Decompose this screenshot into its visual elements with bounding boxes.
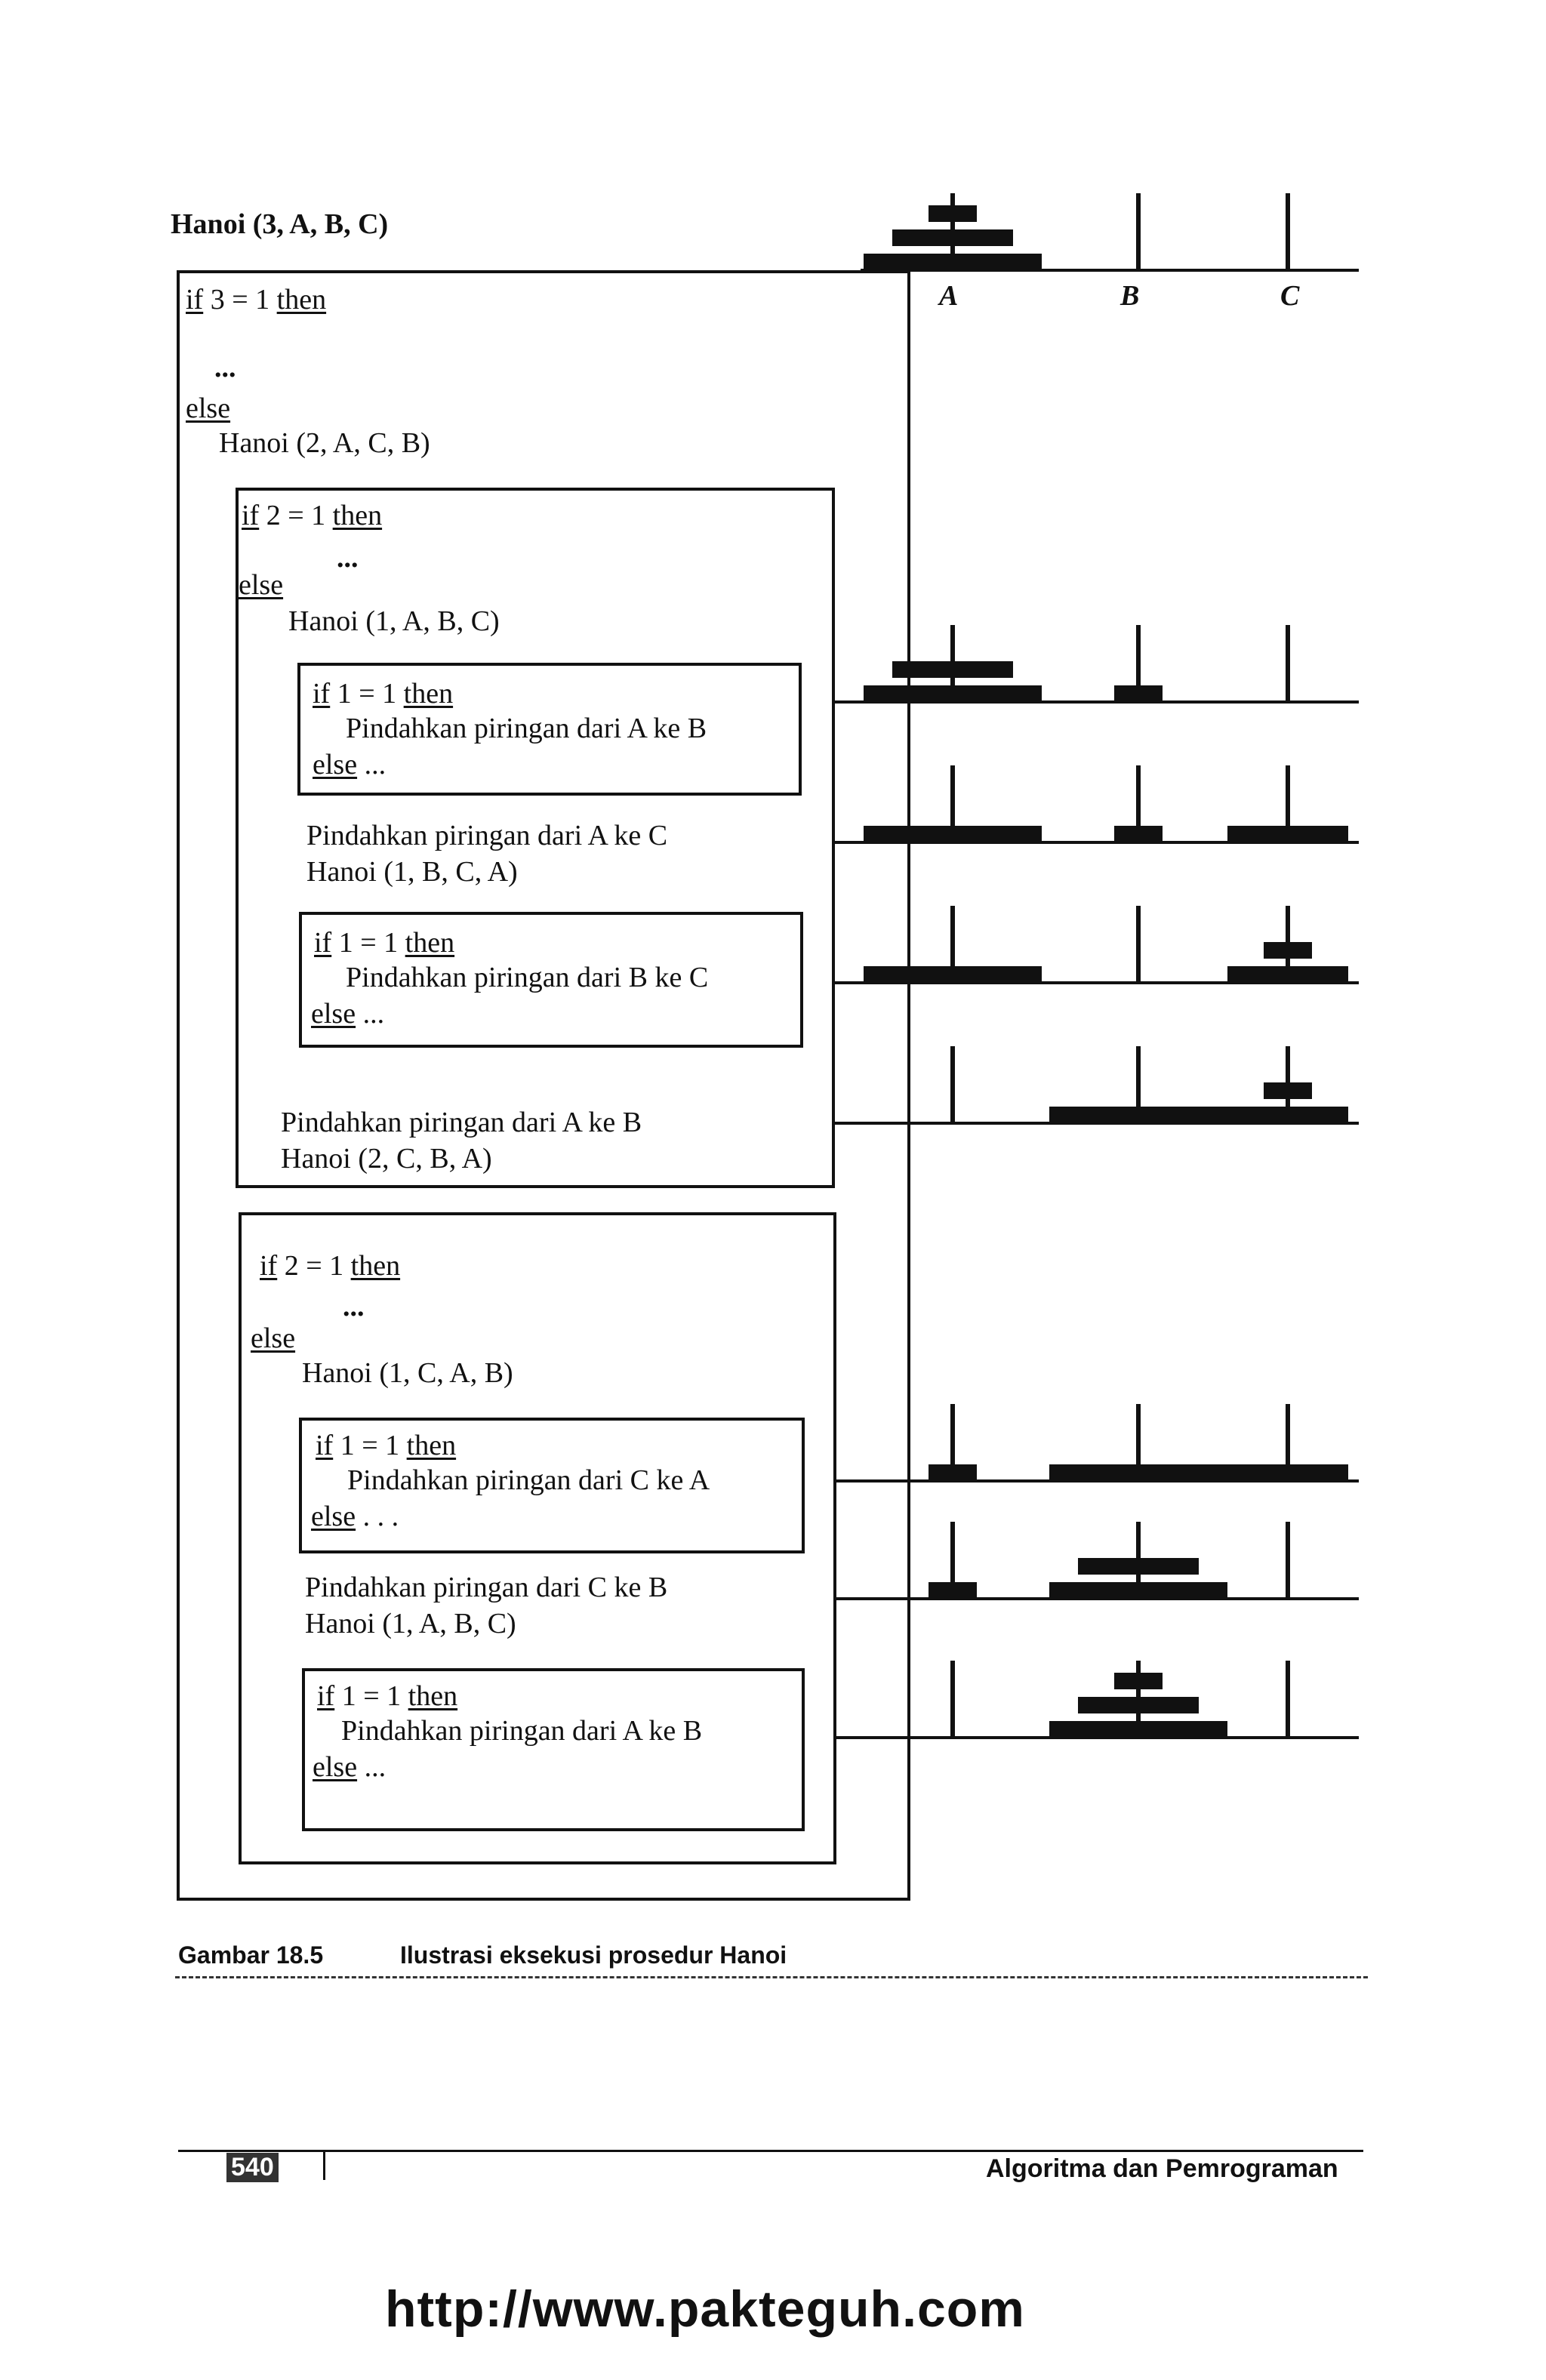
call-hanoi-2-a-c-b: Hanoi (2, A, C, B) [219, 427, 430, 459]
move-a-to-b-step1: Pindahkan piringan dari A ke B [346, 713, 707, 744]
else-box2a-inner2: else ... [311, 998, 385, 1030]
page-number: 540 [226, 2153, 279, 2182]
disk-2-on-c-state-5 [1227, 1107, 1348, 1123]
if-line-level1: if 3 = 1 then [186, 284, 327, 316]
disk-2-on-a-state-2 [892, 661, 1013, 678]
if-line-box2b: if 2 = 1 then [260, 1250, 401, 1282]
tower-base-state-5 [833, 1122, 1359, 1125]
peg-a-state-8 [950, 1661, 955, 1736]
tower-base-state-8 [835, 1736, 1359, 1739]
disk-3-on-a-state-4 [864, 966, 1042, 983]
peg-a-state-6 [950, 1404, 955, 1479]
else-box2b-inner2: else ... [313, 1751, 386, 1783]
peg-c-state-7 [1286, 1522, 1290, 1597]
else-box2a-inner1: else ... [313, 749, 386, 781]
move-b-to-c-step3: Pindahkan piringan dari B ke C [346, 962, 709, 993]
peg-c-state-6 [1286, 1404, 1290, 1479]
else-level1: else [186, 393, 231, 424]
disk-3-on-b-state-5 [1049, 1107, 1227, 1123]
call-box-hanoi-2-a-c-b [236, 488, 835, 1188]
disk-1-on-a-state-1 [929, 205, 977, 222]
tower-base-state-3 [833, 841, 1359, 844]
website-url: http://www.pakteguh.com [385, 2280, 1025, 2338]
call-box-hanoi-1-b-c-a [299, 912, 803, 1048]
disk-3-on-b-state-7 [1049, 1582, 1227, 1599]
peg-b-state-5 [1136, 1046, 1141, 1122]
disk-1-on-b-state-8 [1114, 1673, 1163, 1689]
disk-1-on-b-state-2 [1114, 685, 1163, 702]
figure-caption: Ilustrasi eksekusi prosedur Hanoi [400, 1941, 787, 1969]
peg-c-state-1 [1286, 193, 1290, 269]
peg-a-state-7 [950, 1522, 955, 1597]
caption-rule [175, 1976, 1368, 1978]
peg-label-c: C [1280, 280, 1300, 312]
call-hanoi-2-c-b-a: Hanoi (2, C, B, A) [281, 1143, 492, 1175]
ellipsis-level1: ... [214, 352, 236, 383]
move-a-to-b-step7: Pindahkan piringan dari A ke B [341, 1715, 703, 1747]
tower-base-state-2 [833, 700, 1359, 704]
outer-call-box [177, 270, 910, 1901]
peg-b-state-1 [1136, 193, 1141, 269]
disk-1-on-c-state-5 [1264, 1082, 1312, 1099]
footer-rule [178, 2150, 1363, 2152]
peg-c-state-2 [1286, 625, 1290, 700]
call-box-hanoi-1-a-b-c-second [302, 1668, 805, 1831]
move-c-to-a-step5: Pindahkan piringan dari C ke A [347, 1464, 710, 1496]
if-line-box2a-inner2: if 1 = 1 then [314, 927, 455, 959]
call-hanoi-1-c-a-b: Hanoi (1, C, A, B) [302, 1357, 513, 1389]
tower-base-state-4 [833, 981, 1359, 984]
disk-1-on-a-state-7 [929, 1582, 977, 1599]
call-hanoi-1-a-b-c-second: Hanoi (1, A, B, C) [305, 1608, 516, 1640]
book-title: Algoritma dan Pemrograman [986, 2154, 1338, 2183]
disk-1-on-b-state-3 [1114, 826, 1163, 842]
tower-base-state-1 [861, 269, 1359, 272]
peg-b-state-3 [1136, 765, 1141, 841]
peg-label-b: B [1120, 280, 1140, 312]
tower-base-state-7 [835, 1597, 1359, 1600]
if-line-box2a-inner1: if 1 = 1 then [313, 678, 454, 710]
peg-b-state-2 [1136, 625, 1141, 700]
if-line-box2b-inner2: if 1 = 1 then [317, 1680, 458, 1712]
if-line-box2a: if 2 = 1 then [242, 500, 383, 531]
call-box-hanoi-2-c-b-a [239, 1212, 836, 1864]
peg-a-state-5 [950, 1046, 955, 1122]
figure-label: Gambar 18.5 [178, 1941, 324, 1969]
disk-3-on-a-state-3 [864, 826, 1042, 842]
disk-2-on-b-state-8 [1078, 1697, 1199, 1713]
disk-3-on-b-state-6 [1049, 1464, 1227, 1481]
move-a-to-c-step2: Pindahkan piringan dari A ke C [306, 820, 668, 851]
call-box-hanoi-1-a-b-c [297, 663, 802, 796]
ellipsis-box2a: ... [337, 542, 359, 574]
disk-2-on-c-state-3 [1227, 826, 1348, 842]
disk-2-on-b-state-7 [1078, 1558, 1199, 1575]
peg-b-state-4 [1136, 906, 1141, 981]
disk-2-on-a-state-1 [892, 229, 1013, 246]
disk-1-on-c-state-4 [1264, 942, 1312, 959]
peg-c-state-3 [1286, 765, 1290, 841]
disk-3-on-b-state-8 [1049, 1721, 1227, 1738]
else-box2a: else [239, 569, 284, 601]
peg-a-state-3 [950, 765, 955, 841]
disk-3-on-a-state-2 [864, 685, 1042, 702]
peg-c-state-8 [1286, 1661, 1290, 1736]
move-c-to-b-step6: Pindahkan piringan dari C ke B [305, 1572, 668, 1603]
root-call: Hanoi (3, A, B, C) [171, 208, 389, 240]
disk-2-on-c-state-6 [1227, 1464, 1348, 1481]
peg-label-a: A [939, 280, 959, 312]
move-a-to-b-step4: Pindahkan piringan dari A ke B [281, 1107, 642, 1138]
call-hanoi-1-b-c-a: Hanoi (1, B, C, A) [306, 856, 518, 888]
disk-3-on-a-state-1 [864, 254, 1042, 270]
call-box-hanoi-1-c-a-b [299, 1418, 805, 1553]
ellipsis-box2b: ... [343, 1291, 365, 1322]
tower-base-state-6 [835, 1479, 1359, 1482]
disk-2-on-c-state-4 [1227, 966, 1348, 983]
else-box2b-inner1: else . . . [311, 1501, 399, 1532]
peg-b-state-6 [1136, 1404, 1141, 1479]
disk-1-on-a-state-6 [929, 1464, 977, 1481]
else-box2b: else [251, 1322, 296, 1354]
footer-divider [323, 2151, 325, 2180]
call-hanoi-1-a-b-c: Hanoi (1, A, B, C) [288, 605, 500, 637]
if-line-box2b-inner1: if 1 = 1 then [316, 1430, 457, 1461]
peg-a-state-4 [950, 906, 955, 981]
